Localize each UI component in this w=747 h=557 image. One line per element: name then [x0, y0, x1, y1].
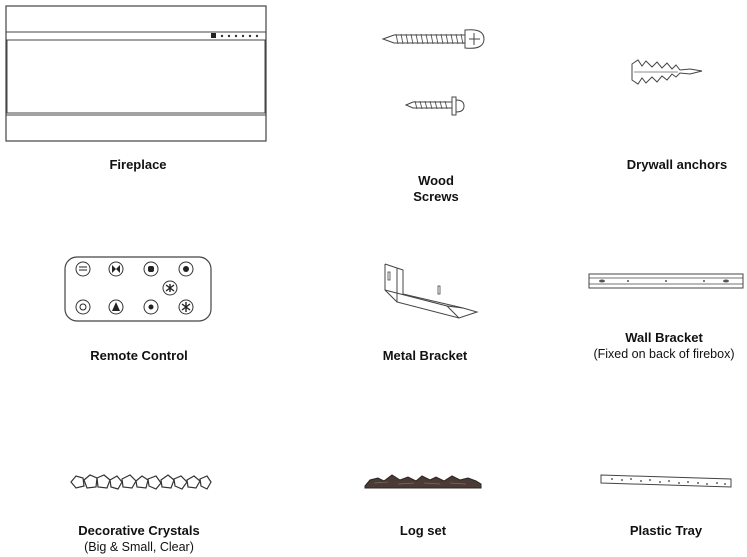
part-title: Wall Bracket: [625, 330, 703, 345]
part-title: Remote Control: [90, 348, 188, 363]
caption-log-set: Log set: [323, 523, 523, 539]
wall-bracket-icon: [588, 273, 744, 289]
log-set-icon: [364, 474, 482, 489]
drywall-anchor-icon: [631, 59, 703, 85]
part-title: Fireplace: [109, 157, 167, 172]
fireplace-icon: [5, 5, 267, 142]
part-title: Wood Screws: [413, 173, 459, 204]
metal-bracket-icon: [384, 263, 479, 319]
part-title: Metal Bracket: [382, 348, 468, 363]
remote-control-icon: [64, 256, 212, 322]
part-title: Drywall anchors: [626, 157, 728, 172]
crystals-icon: [70, 474, 212, 490]
caption-drywall-anchors: Drywall anchors: [577, 157, 747, 173]
caption-remote-control: Remote Control: [39, 348, 239, 364]
part-subtitle: (Fixed on back of firebox): [593, 347, 735, 361]
caption-decorative-crystals: Decorative Crystals (Big & Small, Clear): [39, 523, 239, 555]
plastic-tray-icon: [600, 474, 732, 488]
caption-metal-bracket: Metal Bracket: [325, 348, 525, 364]
part-title: Decorative Crystals: [78, 523, 200, 538]
caption-wall-bracket: Wall Bracket (Fixed on back of firebox): [564, 330, 747, 362]
part-title: Log set: [399, 523, 447, 538]
caption-wood-screws: Wood Screws: [336, 157, 536, 221]
caption-fireplace: Fireplace: [38, 157, 238, 173]
part-subtitle: (Big & Small, Clear): [84, 540, 194, 554]
wood-screws-icon: [381, 29, 485, 116]
part-title: Plastic Tray: [629, 523, 703, 538]
caption-plastic-tray: Plastic Tray: [566, 523, 747, 539]
